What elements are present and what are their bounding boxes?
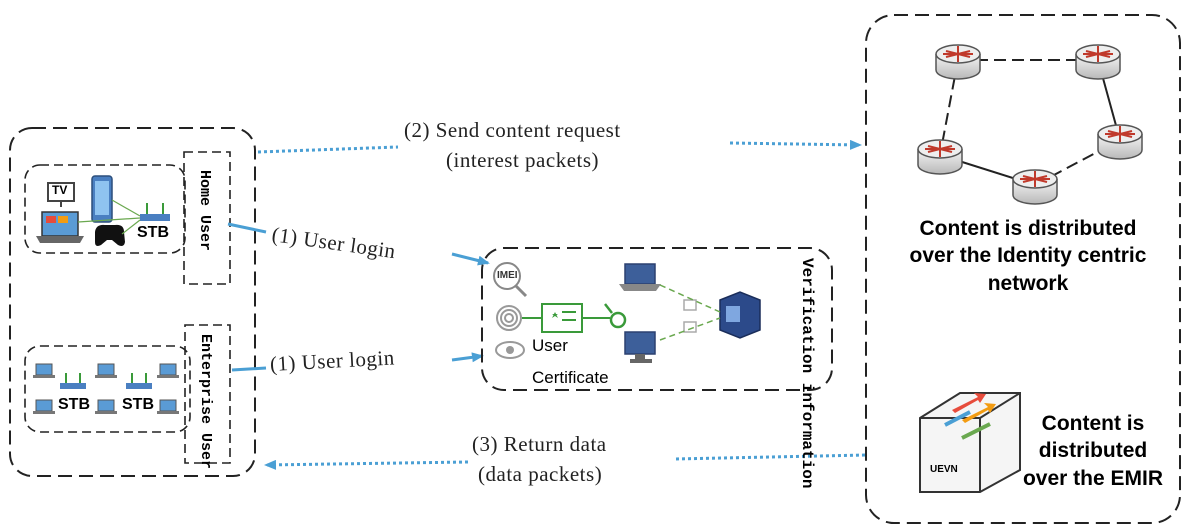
router-icon — [935, 44, 981, 80]
network-caption-line-3: network — [987, 271, 1069, 295]
emir-caption-line-2: distributed — [1038, 439, 1148, 463]
enterprise-routers — [60, 373, 152, 389]
emir-device-icon — [919, 392, 1021, 493]
eye-icon — [495, 341, 525, 359]
home-device-box — [24, 164, 186, 254]
certificate-icon — [541, 303, 583, 333]
imei-icon — [493, 262, 528, 298]
user-domain-box — [9, 127, 256, 477]
home-user-label: Home User — [196, 170, 213, 252]
router-stb-icon — [140, 203, 170, 221]
imei-label: IMEI — [497, 270, 518, 281]
send-request-label: (2) Send content request — [404, 118, 621, 142]
key-icon — [604, 303, 627, 329]
interest-packets-label: (interest packets) — [446, 148, 600, 172]
server-icon — [719, 291, 761, 339]
certificate-label: Certificate — [532, 368, 609, 387]
login-enterprise-arrow — [231, 352, 484, 372]
network-domain-box — [865, 14, 1181, 524]
router-icon — [1097, 124, 1143, 160]
enterprise-stb-label-1: STB — [58, 396, 90, 413]
data-packets-label: (data packets) — [478, 462, 603, 486]
enterprise-user-label-box — [184, 324, 231, 464]
smartphone-icon — [91, 175, 113, 223]
lock-icons — [683, 299, 697, 333]
user-label: User — [532, 336, 568, 355]
laptop-icon — [36, 211, 84, 243]
laptop-top-icon — [619, 263, 661, 291]
emir-caption: Content is distributed over the EMIR — [1008, 410, 1178, 492]
network-caption-line-2: over the Identity centric — [909, 244, 1147, 268]
home-stb-label: STB — [137, 224, 169, 241]
desktop-icon — [624, 331, 656, 363]
network-caption: Content is distributed over the Identity… — [884, 215, 1172, 297]
tv-icon — [47, 182, 75, 207]
emir-caption-line-1: Content is — [1041, 412, 1145, 435]
login-home-arrow — [227, 222, 490, 266]
return-data-arrow — [264, 453, 867, 470]
enterprise-user-label: Enterprise User — [197, 334, 214, 470]
verification-box — [481, 247, 833, 391]
router-icon — [1012, 169, 1058, 205]
network-caption-line-1: Content is distributed — [919, 217, 1137, 240]
emir-caption-line-3: over the EMIR — [1022, 466, 1164, 490]
send-request-arrow — [257, 139, 862, 154]
fingerprint-icon — [496, 305, 522, 331]
uevn-label: UEVN — [930, 464, 958, 475]
enterprise-laptops — [33, 363, 179, 414]
tv-label: TV — [52, 183, 68, 197]
router-icon — [1075, 44, 1121, 80]
enterprise-device-box — [24, 345, 191, 433]
gamepad-icon — [95, 224, 125, 246]
router-icon — [917, 139, 963, 175]
home-user-label-box — [183, 151, 231, 285]
enterprise-stb-label-2: STB — [122, 396, 154, 413]
return-data-label: (3) Return data — [472, 432, 607, 456]
verification-title: Verification information — [798, 258, 816, 489]
